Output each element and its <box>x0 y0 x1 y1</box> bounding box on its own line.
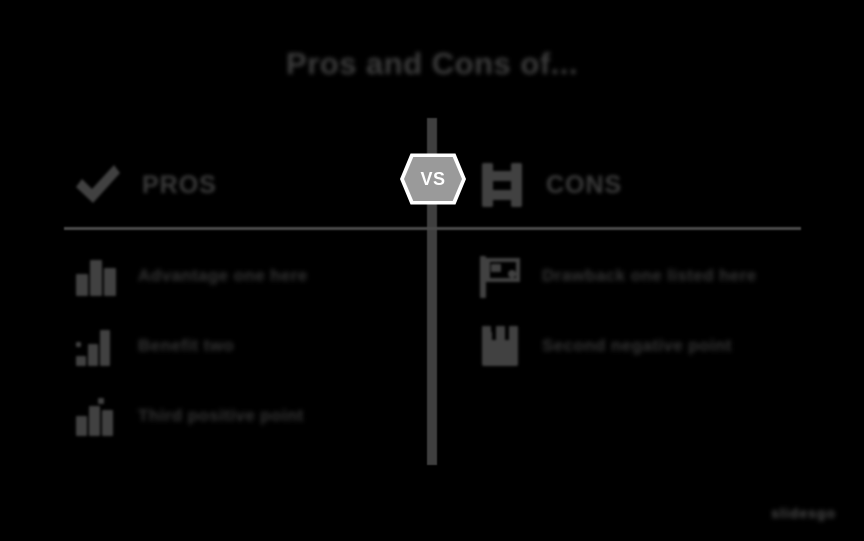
vs-badge-core: VS <box>404 157 462 201</box>
column-header-cons: CONS <box>476 148 622 222</box>
vertical-divider <box>427 118 437 465</box>
pros-list: Advantage one here Benefit two <box>72 248 402 458</box>
list-item-label: Advantage one here <box>138 266 308 285</box>
vs-badge-label: VS <box>420 169 446 189</box>
growth-chart-icon <box>72 322 120 370</box>
list-item-label: Drawback one listed here <box>542 266 757 285</box>
list-item: Drawback one listed here <box>476 248 806 304</box>
list-item: Third positive point <box>72 388 402 444</box>
comparison-header-row: PROS CONS <box>0 148 864 222</box>
vs-badge: VS <box>400 150 466 208</box>
page-title: Pros and Cons of... <box>286 46 578 81</box>
watermark-logo: slidesgo <box>771 505 836 521</box>
column-header-pros-label: PROS <box>142 170 217 199</box>
list-item: Benefit two <box>72 318 402 374</box>
column-header-cons-label: CONS <box>546 170 623 199</box>
bar-chart-icon <box>72 252 120 300</box>
cons-list: Drawback one listed here Second negative… <box>476 248 806 388</box>
list-item-label: Third positive point <box>138 406 304 425</box>
chart-up-icon <box>72 392 120 440</box>
list-item-label: Second negative point <box>542 336 732 355</box>
list-item-label: Benefit two <box>138 336 235 355</box>
check-mark-icon <box>72 159 124 211</box>
list-item: Second negative point <box>476 318 806 374</box>
puzzle-block-icon <box>476 322 524 370</box>
column-header-pros: PROS <box>72 148 217 222</box>
list-item: Advantage one here <box>72 248 402 304</box>
horizontal-divider <box>64 227 801 230</box>
flag-picture-icon <box>476 252 524 300</box>
hash-grid-icon <box>476 159 528 211</box>
